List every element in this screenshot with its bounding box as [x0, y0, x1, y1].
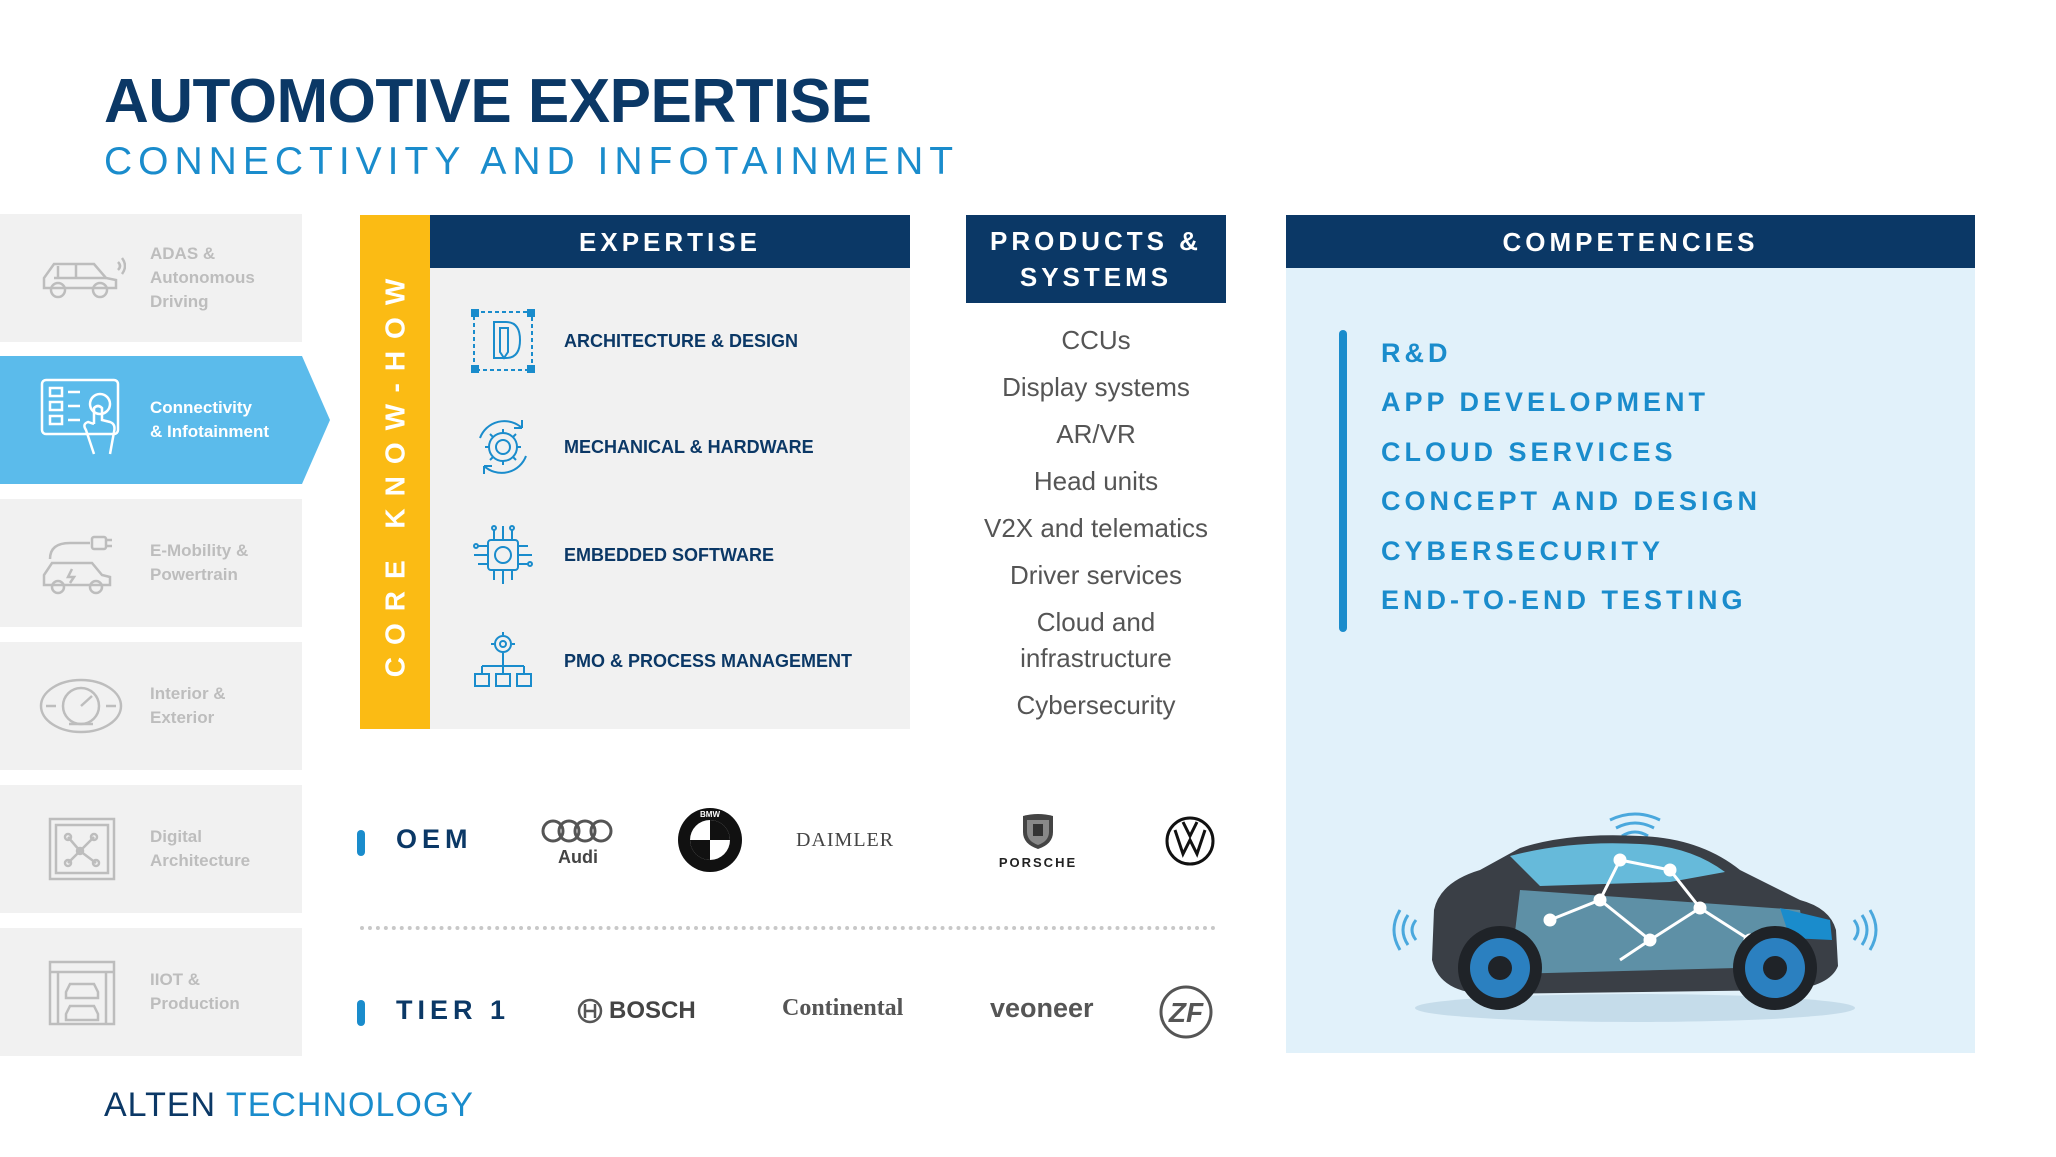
svg-text:ZF: ZF: [1168, 997, 1204, 1028]
sidebar-item-iiot[interactable]: IIOT &Production: [0, 928, 302, 1056]
bmw-logo: BMW: [678, 808, 742, 872]
expertise-item-label: ARCHITECTURE & DESIGN: [564, 330, 799, 351]
bosch-armature-icon: [577, 998, 603, 1024]
competencies-header: COMPETENCIES: [1286, 215, 1975, 268]
product-item: Cybersecurity: [1016, 690, 1176, 720]
competency-item: CLOUD SERVICES: [1381, 437, 1677, 467]
expertise-item: PMO & PROCESS MANAGEMENT: [470, 626, 852, 696]
audi-logo: Audi: [540, 818, 616, 868]
zf-logo: ZF: [1159, 985, 1213, 1039]
tier1-accent-bar: [357, 1000, 365, 1026]
expertise-item-label: PMO & PROCESS MANAGEMENT: [564, 650, 853, 671]
product-item: infrastructure: [1020, 643, 1172, 673]
competency-item: APP DEVELOPMENT: [1381, 387, 1710, 417]
product-item: Driver services: [1010, 560, 1182, 590]
sidebar-item-label: Interior &: [150, 684, 226, 703]
products-header: PRODUCTS &SYSTEMS: [966, 215, 1226, 303]
factory-lift-icon: [48, 960, 116, 1026]
veoneer-logo: veoneer: [990, 993, 1094, 1023]
expertise-header: EXPERTISE: [430, 215, 910, 268]
process-hierarchy-icon: [474, 632, 532, 687]
sidebar-item-label: E-Mobility &: [150, 541, 249, 560]
audi-rings-icon: [541, 819, 613, 843]
gear-cycle-icon: [479, 420, 527, 474]
products-list: CCUs Display systems AR/VR Head units V2…: [951, 322, 1241, 734]
vw-logo: VW: [1165, 816, 1215, 866]
continental-logo: Continental: [782, 995, 904, 1021]
footer-brand: ALTEN TECHNOLOGY: [104, 1086, 474, 1124]
oem-label: OEM: [396, 824, 473, 854]
competency-item: R&D: [1381, 338, 1452, 368]
expertise-item-label: MECHANICAL & HARDWARE: [564, 436, 814, 457]
bosch-logo: BOSCH: [577, 997, 696, 1025]
oem-accent-bar: [357, 830, 365, 856]
daimler-logo: DAIMLER: [796, 829, 895, 851]
competencies-accent-bar: [1339, 330, 1347, 632]
core-know-how-bar: CORE KNOW-HOW: [360, 215, 430, 729]
touchscreen-icon: [40, 378, 120, 455]
product-item: Display systems: [1002, 372, 1190, 402]
sidebar-item-connectivity[interactable]: Connectivity& Infotainment: [0, 356, 302, 484]
page-subtitle: CONNECTIVITY AND INFOTAINMENT: [104, 140, 960, 183]
architecture-design-icon: [471, 309, 535, 373]
product-item: Cloud and: [1036, 607, 1156, 637]
dashboard-gauge-icon: [39, 678, 123, 734]
expertise-item-label: EMBEDDED SOFTWARE: [564, 544, 775, 565]
expertise-item: ARCHITECTURE & DESIGN: [470, 306, 798, 376]
connected-car-illustration: [1392, 812, 1878, 1022]
competency-item: CONCEPT AND DESIGN: [1381, 486, 1762, 516]
sidebar-item-emobility[interactable]: E-Mobility &Powertrain: [0, 499, 302, 627]
page-title: AUTOMOTIVE EXPERTISE: [104, 67, 872, 136]
product-item: AR/VR: [1056, 419, 1136, 449]
sidebar-item-label: Connectivity: [150, 398, 253, 417]
product-item: V2X and telematics: [983, 513, 1208, 543]
sidebar-item-interior[interactable]: Interior &Exterior: [0, 642, 302, 770]
expertise-item: MECHANICAL & HARDWARE: [470, 412, 814, 482]
competency-item: END-TO-END TESTING: [1381, 585, 1747, 615]
expertise-item: EMBEDDED SOFTWARE: [470, 520, 774, 590]
svg-text:BMW: BMW: [700, 810, 720, 819]
competency-item: CYBERSECURITY: [1381, 536, 1665, 566]
electric-car-icon: [42, 535, 112, 595]
svg-text:VW: VW: [1190, 863, 1192, 865]
tier1-label: TIER 1: [396, 995, 511, 1025]
sidebar-item-label: ADAS &: [150, 244, 216, 263]
core-know-how-label: CORE KNOW-HOW: [379, 266, 411, 678]
product-item: CCUs: [1061, 325, 1131, 355]
porsche-logo: PORSCHE: [980, 812, 1096, 870]
porsche-crest-icon: [1023, 814, 1053, 849]
circuit-board-icon: [48, 817, 116, 881]
car-sensor-icon: [42, 257, 126, 299]
partners-divider: [360, 926, 1216, 930]
active-arrow: [300, 356, 330, 484]
sidebar-item-label: Digital: [150, 827, 202, 846]
chip-icon: [473, 525, 533, 584]
sidebar-item-label: IIOT &: [150, 970, 201, 989]
expertise-panel: [430, 268, 910, 729]
product-item: Head units: [1033, 466, 1159, 496]
